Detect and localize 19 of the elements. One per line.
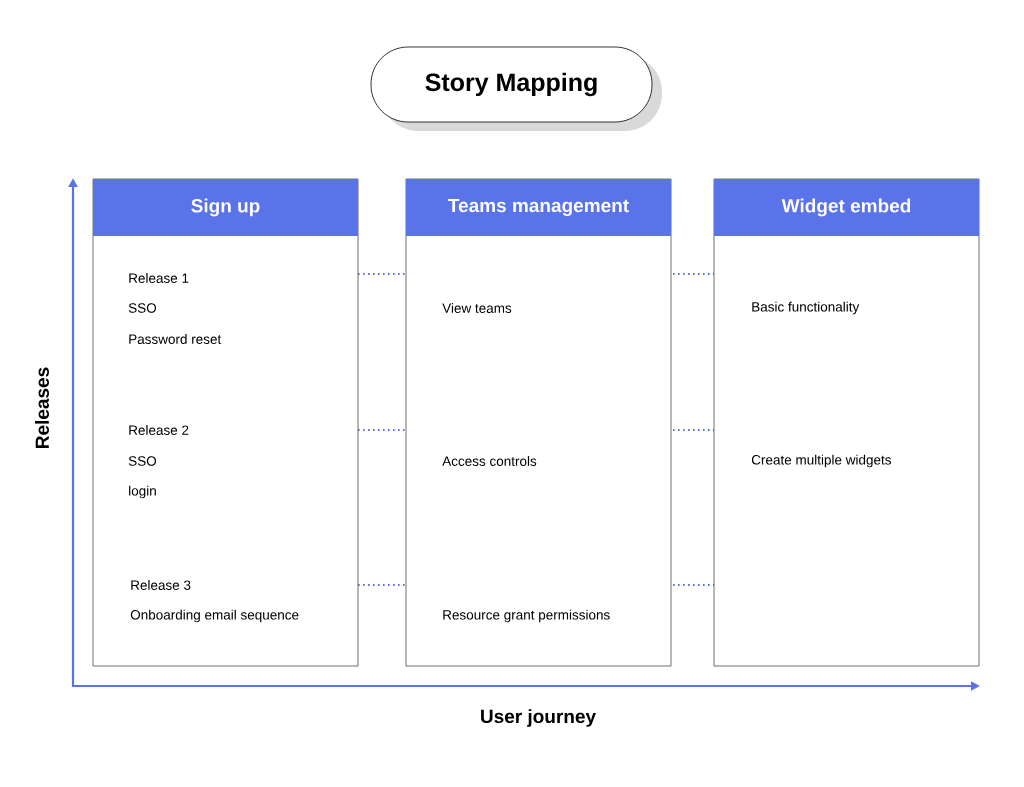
title-pill: Story Mapping <box>370 46 662 131</box>
story-item: Resource grant permissions <box>443 609 610 623</box>
story-item: View teams <box>442 303 512 313</box>
release-label: Release 3 <box>131 580 191 590</box>
story-item: Access controls <box>442 456 537 466</box>
release-label: Release 2 <box>129 425 189 435</box>
story-item: Password reset <box>129 334 222 344</box>
axis-label: User journey <box>481 709 596 727</box>
story-item: SSO <box>128 456 157 466</box>
story-item: Onboarding email sequence <box>130 609 299 623</box>
story-item: login <box>129 485 156 499</box>
story-item: Create multiple widgets <box>751 454 891 468</box>
release-label: Release 1 <box>129 273 189 283</box>
column-header: Sign up <box>93 179 358 236</box>
column-header: Widget embed <box>714 179 979 236</box>
axis-label: Releases <box>35 367 49 448</box>
column-header: Teams management <box>406 179 671 236</box>
story-item: SSO <box>128 303 157 313</box>
story-item: Basic functionality <box>752 301 860 315</box>
